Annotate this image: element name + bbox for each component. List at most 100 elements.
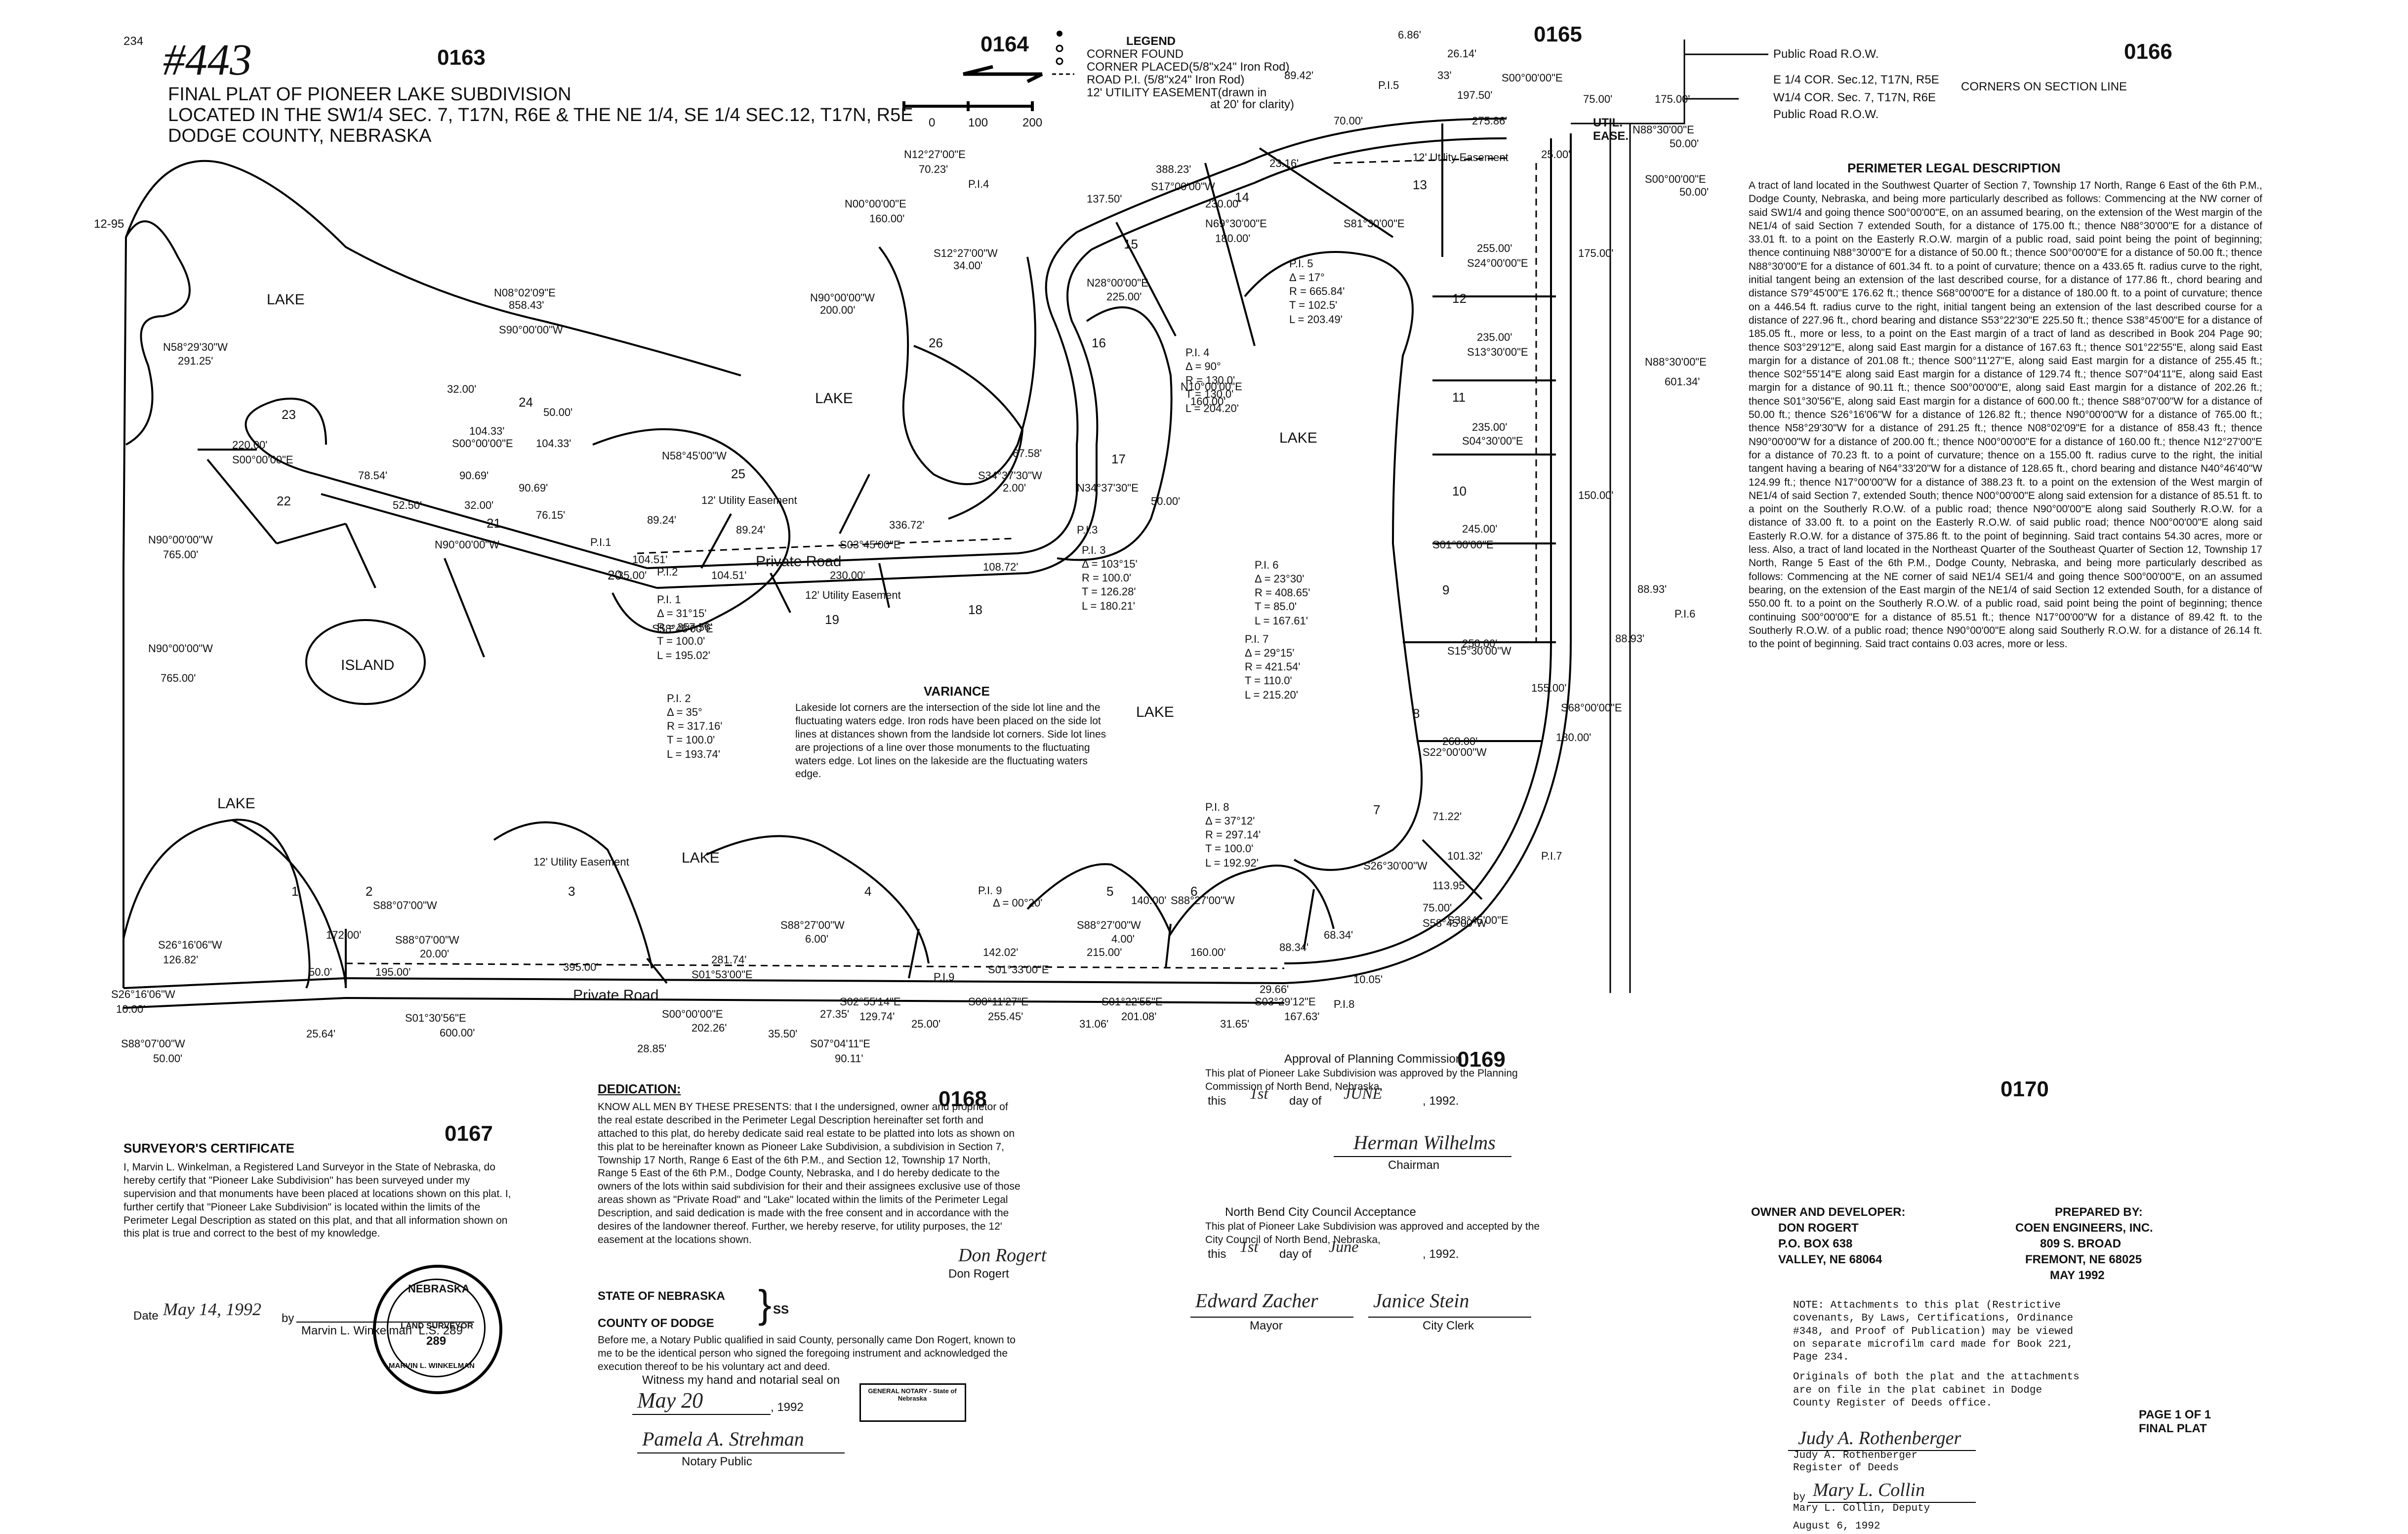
- island-outline: [305, 619, 426, 705]
- notary-signature: Pamela A. Strehman: [642, 1428, 804, 1450]
- planning-day: 1st: [1250, 1084, 1268, 1102]
- island-label: ISLAND: [341, 657, 395, 673]
- pi6-label: P.I.6: [1674, 608, 1696, 620]
- owner-line1: DON ROGERT: [1778, 1221, 1859, 1235]
- bearing-n90w2: N90°00'00"W: [810, 291, 875, 304]
- lot-3: 3: [568, 884, 575, 899]
- dim-8893-b: 88.93': [1615, 632, 1645, 645]
- attachments-note: NOTE: Attachments to this plat (Restrict…: [1793, 1299, 2080, 1410]
- lake-label-lower: LAKE: [682, 850, 720, 866]
- perimeter-body: A tract of land located in the Southwest…: [1749, 180, 2262, 650]
- dim-3165: 31.65': [1220, 1018, 1250, 1030]
- dim-9069-a: 90.69': [459, 469, 489, 482]
- dim-172: 172.00': [326, 929, 362, 941]
- notary-year: , 1992: [771, 1401, 804, 1414]
- bearing-s88w3: S88°27'00"W: [780, 919, 845, 931]
- prepared-line2: 809 S. BROAD: [2040, 1237, 2122, 1250]
- note-line-1: NOTE: Attachments to this plat (Restrict…: [1793, 1300, 2061, 1311]
- note-line-8: County Register of Deeds office.: [1793, 1397, 1993, 1409]
- lot-23: 23: [282, 407, 296, 422]
- sheet-number-0170: 0170: [2000, 1077, 2049, 1101]
- utility-easement-lines: [345, 157, 1537, 969]
- utility-easement-label-1: 12' Utility Easement: [701, 494, 797, 506]
- prepared-line4: MAY 1992: [2050, 1269, 2105, 1282]
- bearing-s2616-dist: 126.82': [163, 954, 199, 966]
- council-year: , 1992.: [1423, 1247, 1459, 1261]
- bearing-s88-27: S88°27'00"W: [1171, 894, 1235, 907]
- dedication-title: DEDICATION:: [598, 1081, 681, 1096]
- bearing-s0153: S01°53'00"E: [692, 968, 753, 981]
- plat-location: LOCATED IN THE SW1/4 SEC. 7, T17N, R6E &…: [168, 105, 913, 125]
- deputy-name: Mary L. Collin, Deputy: [1793, 1503, 1930, 1514]
- notary-stamp: GENERAL NOTARY - State of Nebraska: [859, 1383, 966, 1422]
- lot-25: 25: [731, 466, 745, 481]
- owner-line3: VALLEY, NE 68064: [1778, 1253, 1882, 1266]
- bearing-s38: S38°45'00"E: [1447, 914, 1509, 926]
- lot-7: 7: [1373, 802, 1381, 817]
- private-road-east: [1284, 133, 1572, 984]
- dim-33672: 336.72': [889, 519, 925, 531]
- bearing-s22-dist: 268.00': [1442, 735, 1478, 747]
- bearing-s13: S13°30'00"E: [1467, 346, 1528, 358]
- dim-7615: 76.15': [536, 509, 566, 521]
- dim-33: 33': [1437, 69, 1452, 82]
- corners-on-section-line: CORNERS ON SECTION LINE: [1961, 80, 2127, 93]
- bearing-s58: S58°45'00"W: [1423, 917, 1487, 929]
- lake-label-nw: LAKE: [267, 291, 305, 308]
- note-line-3: #348, and Proof of Publication) may be v…: [1793, 1326, 2074, 1337]
- bearing-s00w: S00°00'00"E: [232, 454, 293, 466]
- dim-2966: 29.66': [1260, 983, 1289, 995]
- council-day: 1st: [1240, 1238, 1259, 1255]
- bearing-s0122-dist: 201.08': [1121, 1010, 1157, 1023]
- bearing-s0122: S01°22'55"E: [1102, 995, 1163, 1008]
- bearing-s0011-dist: 255.45': [988, 1010, 1023, 1023]
- lake-label-central: LAKE: [815, 390, 853, 407]
- perimeter-heading: PERIMETER LEGAL DESCRIPTION: [1847, 161, 2061, 175]
- note-line-2: covenants, By Laws, Certifications, Ordi…: [1793, 1313, 2074, 1325]
- chairman-signature-line: [1334, 1156, 1511, 1157]
- lake-lot17: [1057, 306, 1173, 561]
- bearing-s0130-dist: 600.00': [440, 1027, 475, 1039]
- sheet-number-0166: 0166: [2124, 40, 2172, 64]
- bearing-n58: N58°45'00"W: [662, 450, 727, 462]
- bearing-n28: N28°00'00"E: [1087, 277, 1148, 289]
- bearing-s13-dist: 235.00': [1477, 331, 1512, 343]
- bearing-s0011: S00°11'27"E: [968, 995, 1028, 1008]
- lot-8: 8: [1413, 706, 1420, 721]
- scale-label-100: 100: [968, 116, 988, 129]
- notary-state: STATE OF NEBRASKA: [598, 1289, 725, 1303]
- dim-2564: 25.64': [306, 1028, 336, 1040]
- dim-3200-a: 32.00': [447, 383, 477, 395]
- dim-500: 50.0': [309, 966, 332, 978]
- bearing-s26: S26°30'00"W: [1363, 860, 1428, 872]
- notary-body: Before me, a Notary Public qualified in …: [598, 1334, 1016, 1372]
- scale-label-0: 0: [929, 116, 936, 129]
- lake-central-inner: [592, 428, 791, 634]
- curve-pi9-delta: Δ = 00°20': [993, 897, 1043, 909]
- lot-11: 11: [1452, 390, 1466, 405]
- e-quarter-corner: E 1/4 COR. Sec.12, T17N, R5E: [1773, 73, 1939, 86]
- seal-title: LAND SURVEYOR: [401, 1321, 474, 1330]
- sheet-number-0169: 0169: [1457, 1047, 1506, 1072]
- notary-label: Notary Public: [682, 1455, 752, 1468]
- bearing-n34: N34°37'30"E: [1077, 482, 1139, 494]
- bearing-s24-dist: 255.00': [1477, 242, 1512, 254]
- lake-lot26: [913, 345, 1024, 520]
- bearing-n88-top-dist: 50.00': [1670, 137, 1699, 150]
- council-body: This plat of Pioneer Lake Subdivision wa…: [1205, 1221, 1540, 1245]
- margin-note-234: 234: [123, 35, 144, 48]
- dim-3550: 35.50': [768, 1028, 798, 1040]
- lot-20: 20: [608, 568, 622, 582]
- bearing-s0704-dist: 90.11': [835, 1052, 863, 1065]
- page-count: PAGE 1 OF 1: [2139, 1408, 2211, 1421]
- legend-corner-found: [1057, 31, 1062, 37]
- util-ease-label-2: EASE.: [1593, 129, 1629, 143]
- bearing-s0000-dist: 202.26': [692, 1022, 727, 1034]
- util-ease-label-1: UTIL.: [1593, 116, 1623, 129]
- planning-body: This plat of Pioneer Lake Subdivision wa…: [1205, 1068, 1518, 1092]
- note-line-4: on separate microfilm card made for Book…: [1793, 1338, 2074, 1350]
- sheet-number-0164: 0164: [980, 32, 1029, 56]
- dim-8942: 89.42': [1284, 69, 1314, 82]
